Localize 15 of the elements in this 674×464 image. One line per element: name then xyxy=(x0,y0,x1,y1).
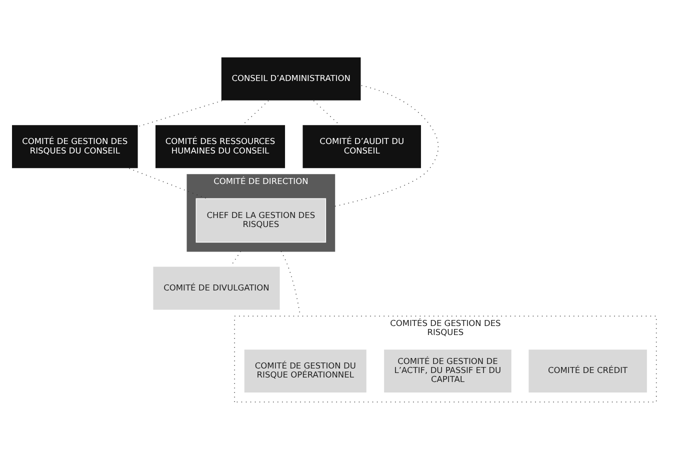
connector xyxy=(242,100,269,125)
connector xyxy=(313,100,340,125)
connector xyxy=(128,168,207,198)
connector xyxy=(334,84,439,206)
node-box: COMITÉ DE GESTION DES RISQUES DU CONSEIL xyxy=(11,124,139,168)
node-box: COMITÉ DE CRÉDIT xyxy=(528,348,648,393)
node-box: COMITÉ DE GESTION DE L’ACTIF, DU PASSIF ET DU CAPITAL xyxy=(383,348,512,393)
connector xyxy=(230,250,242,266)
node-box: COMITÉ DE GESTION DU RISQUE OPÉRATIONNEL xyxy=(244,348,368,393)
connector xyxy=(138,100,222,126)
node-box: CHEF DE LA GESTION DES RISQUES xyxy=(196,198,326,242)
node-box: COMITÉ D’AUDIT DU CONSEIL xyxy=(302,124,422,168)
node-box: COMITÉ DE DIVULGATION xyxy=(152,266,281,310)
node-box: COMITÉ DES RESSOURCES HUMAINES DU CONSEIL xyxy=(154,124,286,168)
node-box: CONSEIL D’ADMINISTRATION xyxy=(220,56,362,101)
